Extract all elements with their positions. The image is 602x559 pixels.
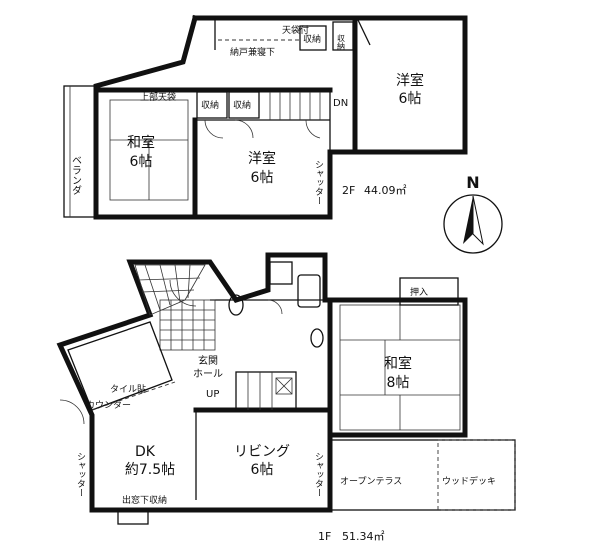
1f-japanese-room-name: 和室 (384, 355, 412, 372)
2f-closet-b-label: 収納 (337, 33, 346, 51)
2f-closet-d-label: 収納 (233, 99, 251, 111)
open-terrace-label: オープンテラス (340, 476, 402, 487)
stairs-down-label: DN (333, 98, 348, 109)
1f-japanese-room-size: 8帖 (387, 375, 410, 391)
floor-2f (63, 14, 468, 220)
wood-deck-label: ウッドデッキ (442, 475, 496, 487)
1f-shutter-left-label: シャッター (75, 452, 86, 497)
1f-shutter-right-label: シャッター (313, 452, 324, 497)
2f-closet-a-label: 収納 (303, 33, 321, 45)
upper-ceiling-storage-label: 上部天袋 (140, 91, 176, 103)
bay-window-storage-label: 出窓下収納 (122, 494, 167, 506)
wood-deck (437, 439, 516, 511)
compass-needle-icon (463, 196, 473, 244)
tile-label: タイル貼 (110, 383, 146, 395)
compass (443, 194, 503, 254)
2f-area-label: 2F (342, 184, 355, 197)
2f-area-value: 44.09㎡ (364, 184, 407, 197)
entrance-tiles (159, 299, 216, 351)
entrance-hall-name: ホール (193, 368, 223, 380)
compass-north-label: N (466, 173, 479, 192)
2f-western-room-a-size: 6帖 (399, 91, 422, 107)
entrance-name: 玄関 (198, 354, 218, 367)
2f-shutter-label: シャッター (313, 160, 324, 205)
compass-circle (443, 194, 503, 254)
2f-stairs (269, 92, 321, 120)
dk-size: 約7.5帖 (125, 462, 175, 478)
1f-outer-wall (56, 252, 468, 513)
ceiling-storage-label: 天袋付 (282, 24, 309, 36)
2f-outer-wall (93, 14, 468, 220)
floor-1f (56, 252, 516, 525)
stairs-up-label: UP (206, 389, 219, 400)
storage-hatched (134, 264, 206, 316)
1f-closet-label: 押入 (410, 286, 428, 298)
open-terrace (329, 439, 516, 511)
2f-western-room-b-name: 洋室 (248, 150, 276, 167)
2f-western-room-a-name: 洋室 (396, 72, 424, 89)
toilet-icon (228, 294, 244, 316)
1f-area-label: 1F (318, 530, 331, 543)
balcony (63, 85, 97, 218)
living-name: リビング (234, 444, 290, 460)
2f-japanese-room-name: 和室 (127, 134, 155, 151)
counter-label: カウンター (86, 400, 131, 411)
2f-closet-d (228, 91, 260, 119)
dk-name: DK (135, 444, 156, 460)
1f-stairs (235, 371, 297, 411)
bathtub-icon (297, 274, 321, 308)
2f-closet-a (299, 25, 327, 51)
bay-window (117, 509, 149, 525)
washbasin-icon (269, 261, 293, 285)
sink-icon (310, 328, 324, 348)
living-size: 6帖 (251, 462, 274, 478)
1f-closet (399, 277, 459, 306)
attic-storage-label: 納戸兼寝下 (230, 46, 275, 58)
1f-area-value: 51.34㎡ (342, 530, 385, 543)
2f-closet-c-label: 収納 (201, 99, 219, 111)
2f-closet-c (196, 91, 228, 119)
kitchen-counter-area (67, 321, 173, 411)
2f-japanese-room-size: 6帖 (130, 154, 153, 170)
2f-closet-b (332, 21, 354, 51)
2f-western-room-b-size: 6帖 (251, 170, 274, 186)
balcony-label: ベランダ (70, 155, 82, 195)
